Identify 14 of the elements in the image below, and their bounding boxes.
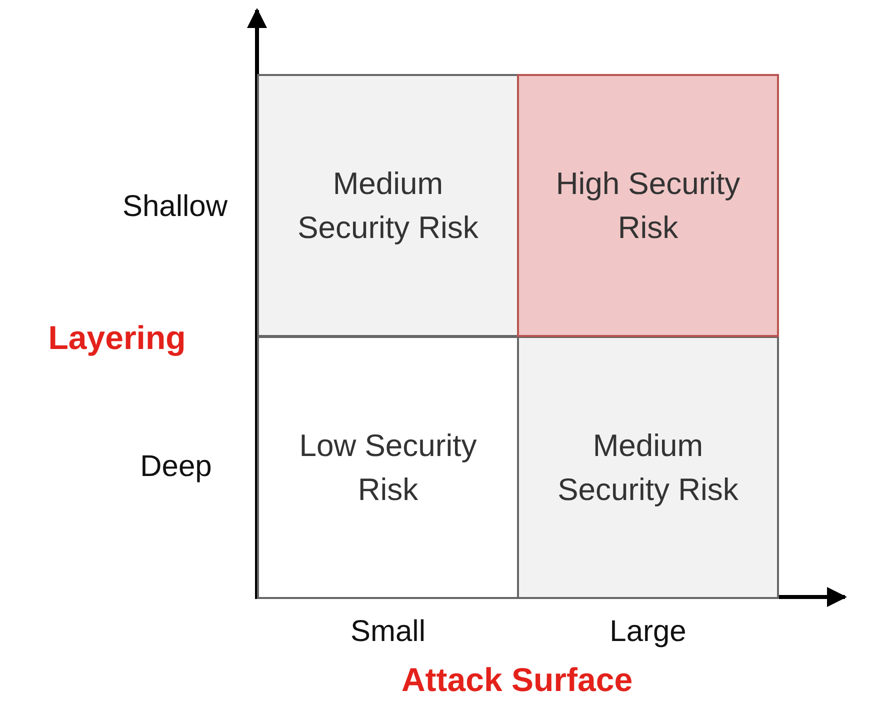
column-label: Small <box>350 615 426 649</box>
row-label: Shallow <box>122 190 228 224</box>
medium-risk-cell <box>517 336 779 599</box>
column-label: Large <box>610 615 686 649</box>
high-risk-cell <box>517 74 779 337</box>
x-axis-title: Attack Surface <box>401 661 633 699</box>
risk-level-text: High Security Risk <box>554 164 742 246</box>
row-label: Deep <box>140 450 212 484</box>
y-axis-title: Layering <box>48 319 186 357</box>
risk-level-text: Medium Security Risk <box>556 426 740 508</box>
risk-level-text: Low Security Risk <box>298 426 478 508</box>
low-risk-cell <box>257 336 519 599</box>
risk-level-text: Medium Security Risk <box>296 164 480 246</box>
medium-risk-cell <box>257 74 519 337</box>
